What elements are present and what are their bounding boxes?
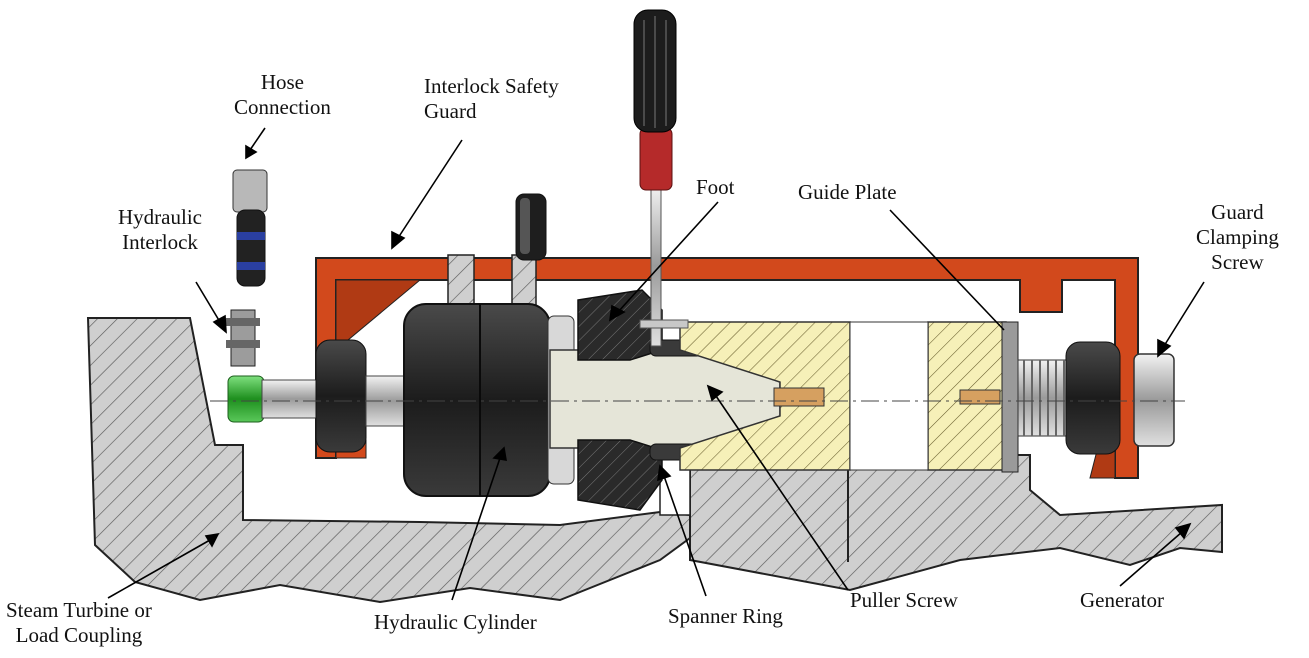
clamping-screw-thread — [1017, 359, 1071, 437]
leader-guard-clamping-screw — [1163, 281, 1205, 347]
label-steam-turbine: Steam Turbine or Load Coupling — [6, 598, 152, 648]
leader-interlock-guard — [397, 139, 463, 239]
label-hose-connection: Hose Connection — [234, 70, 331, 120]
leader-spanner-ring — [663, 475, 707, 597]
guide-plate — [1001, 321, 1019, 473]
green-quick-coupler — [227, 375, 265, 423]
label-puller-screw: Puller Screw — [850, 588, 958, 612]
label-hose-connection-line1: Hose — [260, 70, 304, 94]
leader-steam-turbine — [107, 539, 211, 599]
guard-post-right — [511, 254, 537, 306]
leader-guide-plate — [889, 209, 1005, 331]
label-guide-plate: Guide Plate — [798, 180, 897, 204]
label-hydraulic-cylinder: Hydraulic Cylinder — [374, 610, 537, 634]
hydraulic-cylinder-body — [403, 303, 551, 497]
guard-post-left — [447, 254, 475, 306]
label-hose-connection-line2: Connection — [234, 95, 331, 119]
guard-clamping-screw-nut — [1133, 353, 1175, 447]
label-interlock-safety-guard-line2: Guard — [424, 99, 477, 123]
leader-puller-screw — [715, 395, 849, 591]
hose-connection-fitting — [232, 169, 268, 287]
leader-hydraulic-cylinder — [451, 457, 501, 601]
label-guard-clamping-screw-line2: Clamping — [1196, 225, 1279, 249]
label-spanner-ring: Spanner Ring — [668, 604, 783, 628]
label-hydraulic-interlock: Hydraulic Interlock — [118, 205, 202, 255]
label-guard-clamping-screw-line1: Guard — [1211, 200, 1264, 224]
label-generator: Generator — [1080, 588, 1164, 612]
label-interlock-safety-guard: Interlock Safety Guard — [424, 74, 559, 124]
label-interlock-safety-guard-line1: Interlock Safety — [424, 74, 559, 98]
label-guard-clamping-screw-line3: Screw — [1211, 250, 1264, 274]
right-bearing-disc — [1065, 341, 1121, 455]
coupling-hub — [689, 454, 1223, 592]
leader-generator — [1119, 531, 1183, 587]
label-guard-clamping-screw: Guard Clamping Screw — [1196, 200, 1279, 275]
label-hydraulic-interlock-line1: Hydraulic — [118, 205, 202, 229]
label-hydraulic-interlock-line2: Interlock — [122, 230, 198, 254]
leader-foot — [617, 201, 719, 313]
screwdriver-collar — [639, 127, 673, 191]
foot-lower — [577, 439, 663, 511]
label-foot: Foot — [696, 175, 735, 199]
label-steam-turbine-line1: Steam Turbine or — [6, 598, 152, 622]
label-steam-turbine-line2: Load Coupling — [15, 623, 143, 647]
left-bearing-disc — [315, 339, 367, 453]
leader-hose-connection — [249, 127, 266, 151]
leader-hydraulic-interlock — [195, 281, 221, 323]
